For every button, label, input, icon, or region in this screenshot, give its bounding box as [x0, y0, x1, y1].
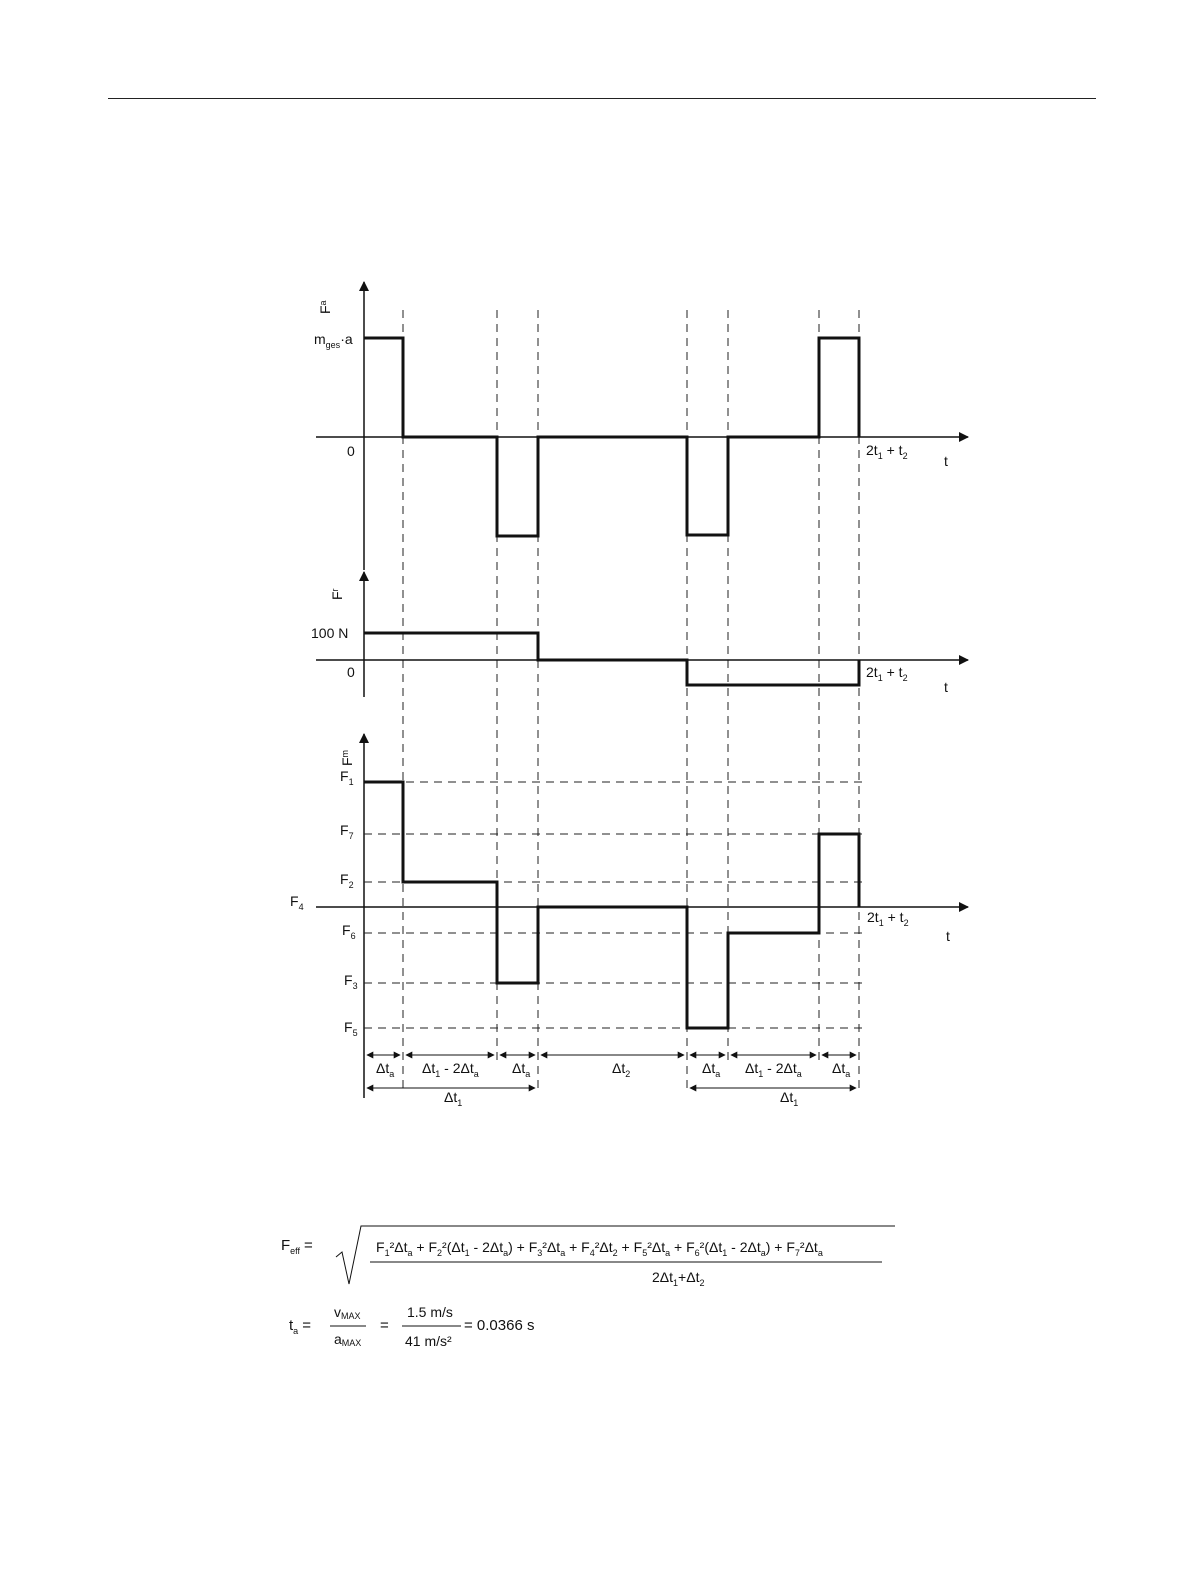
formula-run: ) + F [766, 1239, 795, 1255]
formula-run: 2Δt [652, 1269, 673, 1285]
level-label-f6: F6 [342, 922, 356, 941]
frac1-denominator: aMAX [334, 1331, 361, 1348]
interval-dimensions: Δta Δt1 - 2Δta Δta Δt2 Δta Δt1 - 2Δta Δt… [367, 1055, 856, 1108]
formula-run: - 2Δt [470, 1239, 504, 1255]
formula-run: F [376, 1239, 385, 1255]
formula-run: ²Δt [595, 1239, 613, 1255]
formula-run: + F [670, 1239, 695, 1255]
interval-label-t1: Δt1 [444, 1089, 462, 1108]
formula-acceleration-time: ta= vMAX aMAX = 1.5 m/s 41 m/s² = 0.0366… [289, 1304, 534, 1349]
y-axis-label: Fr [329, 588, 345, 600]
signal-trace [364, 633, 859, 685]
formula-run: ²(Δt [442, 1239, 465, 1255]
formula-run: a [818, 1248, 823, 1258]
formula-run: ²Δt [800, 1239, 818, 1255]
end-time-label: 2t1 + t2 [867, 909, 909, 928]
interval-label-t2: Δt2 [612, 1060, 630, 1079]
level-label-f4: F4 [290, 893, 304, 912]
formula-numerator: F1²Δta + F2²(Δt1 - 2Δta) + F3²Δta + F4²Δ… [376, 1239, 823, 1258]
formula-lhs: ta= [289, 1317, 311, 1336]
frac2-denominator: 41 m/s² [405, 1333, 452, 1349]
formula-run: +Δt [678, 1269, 700, 1285]
vertical-guides [403, 310, 859, 1090]
formula-effective-force: Feff= F1²Δta + F2²(Δt1 - 2Δta) + F3²Δta … [281, 1226, 895, 1288]
end-time-label: 2t1 + t2 [866, 664, 908, 683]
signal-trace [364, 338, 859, 536]
formula-run: ²(Δt [700, 1239, 723, 1255]
formula-denominator: 2Δt1+Δt2 [652, 1269, 704, 1288]
level-label-f3: F3 [344, 972, 358, 991]
formula-run: + F [565, 1239, 590, 1255]
formula-run: + F [413, 1239, 438, 1255]
end-time-label: 2t1 + t2 [866, 442, 908, 461]
interval-label-t1-minus-2ta: Δt1 - 2Δta [422, 1060, 479, 1079]
interval-label-t1-minus-2ta: Δt1 - 2Δta [745, 1060, 802, 1079]
y-axis-label: Fm [339, 750, 355, 766]
formula-lhs: Feff= [281, 1237, 313, 1256]
level-label: 100 N [311, 625, 348, 641]
formula-run: ²Δt [647, 1239, 665, 1255]
frac2-numerator: 1.5 m/s [407, 1304, 453, 1320]
level-label-f2: F2 [340, 871, 354, 890]
level-label: mges·a [314, 331, 353, 350]
formula-result: = 0.0366 s [464, 1317, 534, 1334]
level-label-f1: F1 [340, 768, 354, 787]
formula-run: - 2Δt [727, 1239, 761, 1255]
interval-label-ta: Δta [702, 1060, 720, 1079]
chart-friction-force: Fr 100 N 0 2t1 + t2 t [311, 572, 968, 697]
level-label-f7: F7 [340, 822, 354, 841]
formula-run: ²Δt [542, 1239, 560, 1255]
formula-run: + F [618, 1239, 643, 1255]
x-axis-label: t [946, 928, 950, 944]
interval-label-t1: Δt1 [780, 1089, 798, 1108]
frac1-numerator: vMAX [334, 1304, 361, 1321]
interval-label-ta: Δta [832, 1060, 850, 1079]
y-axis-label: Fa [317, 300, 333, 314]
formula-run: ²Δt [390, 1239, 408, 1255]
signal-trace [364, 782, 859, 1028]
chart-motor-force: Fm F1 F7 F2 F4 F6 F3 F5 2t1 + t2 t [290, 734, 968, 1098]
zero-label: 0 [347, 664, 355, 680]
formula-run: ) + F [508, 1239, 537, 1255]
zero-label: 0 [347, 443, 355, 459]
formula-equals: = [380, 1317, 389, 1334]
x-axis-label: t [944, 453, 948, 469]
x-axis-label: t [944, 679, 948, 695]
level-label-f5: F5 [344, 1019, 358, 1038]
formula-run: 2 [699, 1278, 704, 1288]
chart-acceleration-force: Fa mges·a 0 2t1 + t2 t [314, 282, 968, 570]
interval-label-ta: Δta [512, 1060, 530, 1079]
interval-label-ta: Δta [376, 1060, 394, 1079]
